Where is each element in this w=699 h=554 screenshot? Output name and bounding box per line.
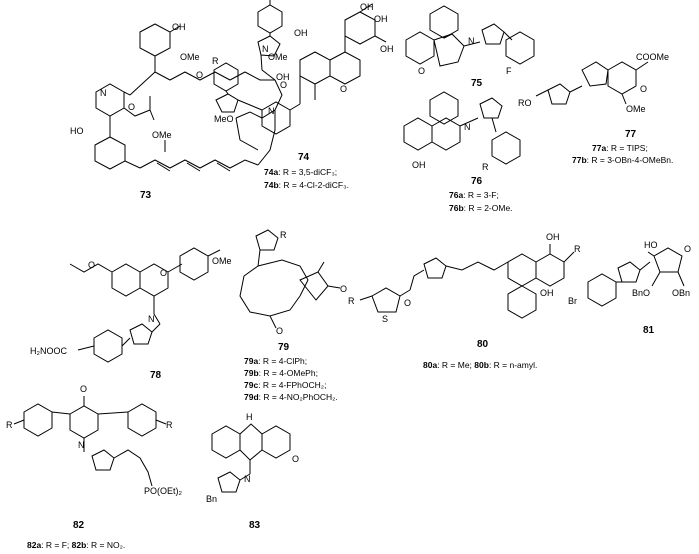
structure-78 [69, 247, 221, 363]
atom-label-n: N [148, 314, 155, 324]
compound-number-77: 77 [625, 129, 637, 140]
compound-number-78: 78 [150, 370, 162, 381]
structure-83 [211, 423, 291, 493]
atom-label-r: R [212, 56, 219, 66]
caption-80: 80a: R = Me; 80b: R = n-amyl. [423, 360, 538, 370]
compound-number-81: 81 [643, 325, 655, 336]
structure-75 [405, 5, 535, 67]
atom-label-obn: OBn [672, 288, 691, 298]
atom-label-r: R [482, 162, 489, 172]
atom-label-o: O [160, 268, 168, 278]
atom-label-oh: OH [540, 288, 554, 298]
compound-number-75: 75 [471, 78, 483, 89]
atom-label-nh: H [246, 412, 253, 422]
atom-label-oh: OH [294, 28, 308, 38]
atom-label-n: N [78, 440, 85, 450]
atom-label-o: O [196, 70, 204, 80]
caption-82: 82a: R = F; 82b: R = NO₂. [27, 540, 126, 550]
atom-label-oh: OH [276, 72, 290, 82]
atom-label-oh: OH [374, 14, 388, 24]
atom-label-o: O [340, 84, 348, 94]
compound-number-76: 76 [471, 176, 483, 187]
atom-label-oh: OH [546, 232, 560, 242]
atom-label-r: R [280, 230, 287, 240]
structure-79 [239, 229, 341, 329]
atom-label-ho: HO [70, 126, 84, 136]
structure-76 [403, 91, 521, 165]
atom-label-r: R [574, 244, 581, 254]
compound-number-82: 82 [73, 520, 85, 531]
structure-77 [535, 61, 649, 105]
atom-label-coome: COOMe [636, 52, 670, 62]
compound-number-73: 73 [140, 190, 152, 201]
atom-label-meo: MeO [214, 114, 234, 124]
atom-label-o: O [340, 284, 348, 294]
atom-label-oh: OH [380, 44, 394, 54]
atom-label-br: Br [568, 296, 577, 306]
structure-80 [359, 244, 575, 319]
atom-label-ro: RO [518, 98, 532, 108]
atom-label-ome: OMe [268, 52, 288, 62]
atom-label-f: F [506, 66, 512, 76]
atom-label-h2nooc: H₂NOOC [30, 346, 67, 356]
atom-label-o: O [276, 326, 284, 336]
atom-label-s: S [382, 314, 389, 324]
caption-77b: 77b: R = 3-OBn-4-OMeBn. [572, 155, 674, 165]
atom-label-r: R [6, 420, 13, 430]
caption-77a: 77a: R = TIPS; [592, 143, 648, 153]
atom-label-bno: BnO [632, 288, 651, 298]
compound-number-74: 74 [298, 152, 310, 163]
atom-label-o: O [88, 260, 96, 270]
caption-74a: 74a: R = 3,5-diCF₃; [264, 167, 338, 177]
atom-label-oh: OH [172, 22, 186, 32]
atom-label-o: O [292, 454, 300, 464]
atom-label-bn: Bn [206, 494, 218, 504]
atom-label-n: N [244, 474, 251, 484]
compound-number-83: 83 [249, 520, 261, 531]
compound-number-79: 79 [278, 342, 290, 353]
atom-label-ome: OMe [152, 130, 172, 140]
atom-label-n: N [262, 44, 269, 54]
atom-label-r: R [166, 420, 173, 430]
atom-label-ome: OMe [180, 52, 200, 62]
atom-label-ome: OMe [626, 104, 646, 114]
atom-label-oh: OH [360, 2, 374, 12]
atom-label-o: O [80, 384, 88, 394]
structure-73 [94, 0, 283, 172]
atom-label-po: PO(OEt)₂ [144, 486, 182, 496]
atom-label-o: O [280, 80, 288, 90]
caption-76b: 76b: R = 2-OMe. [449, 203, 513, 213]
atom-label-o: O [404, 298, 412, 308]
atom-label-n: N [464, 122, 471, 132]
atom-label-o: O [684, 244, 692, 254]
atom-label-n: N [268, 106, 275, 116]
atom-label-o: O [640, 84, 648, 94]
atom-label-oh: OH [412, 160, 426, 170]
atom-label-n: N [468, 36, 475, 46]
structure-74 [213, 3, 387, 135]
caption-76a: 76a: R = 3-F; [449, 190, 499, 200]
caption-79d: 79d: R = 4-NO₂PhOCH₂. [244, 392, 338, 402]
caption-74b: 74b: R = 4-Cl-2-diCF₃. [264, 180, 349, 190]
atom-label-r: R [348, 296, 355, 306]
atom-label-ho: HO [644, 240, 658, 250]
caption-79a: 79a: R = 4-ClPh; [244, 356, 308, 366]
compound-number-80: 80 [477, 339, 489, 350]
atom-label-n: N [100, 88, 107, 98]
atom-label-o: O [128, 102, 136, 112]
caption-79c: 79c: R = 4-FPhOCH₂; [244, 380, 327, 390]
atom-label-ome: OMe [212, 256, 232, 266]
atom-label-o: O [418, 66, 426, 76]
structure-82 [13, 396, 167, 487]
caption-79b: 79b: R = 4-OMePh; [244, 368, 318, 378]
structure-81 [587, 247, 685, 307]
